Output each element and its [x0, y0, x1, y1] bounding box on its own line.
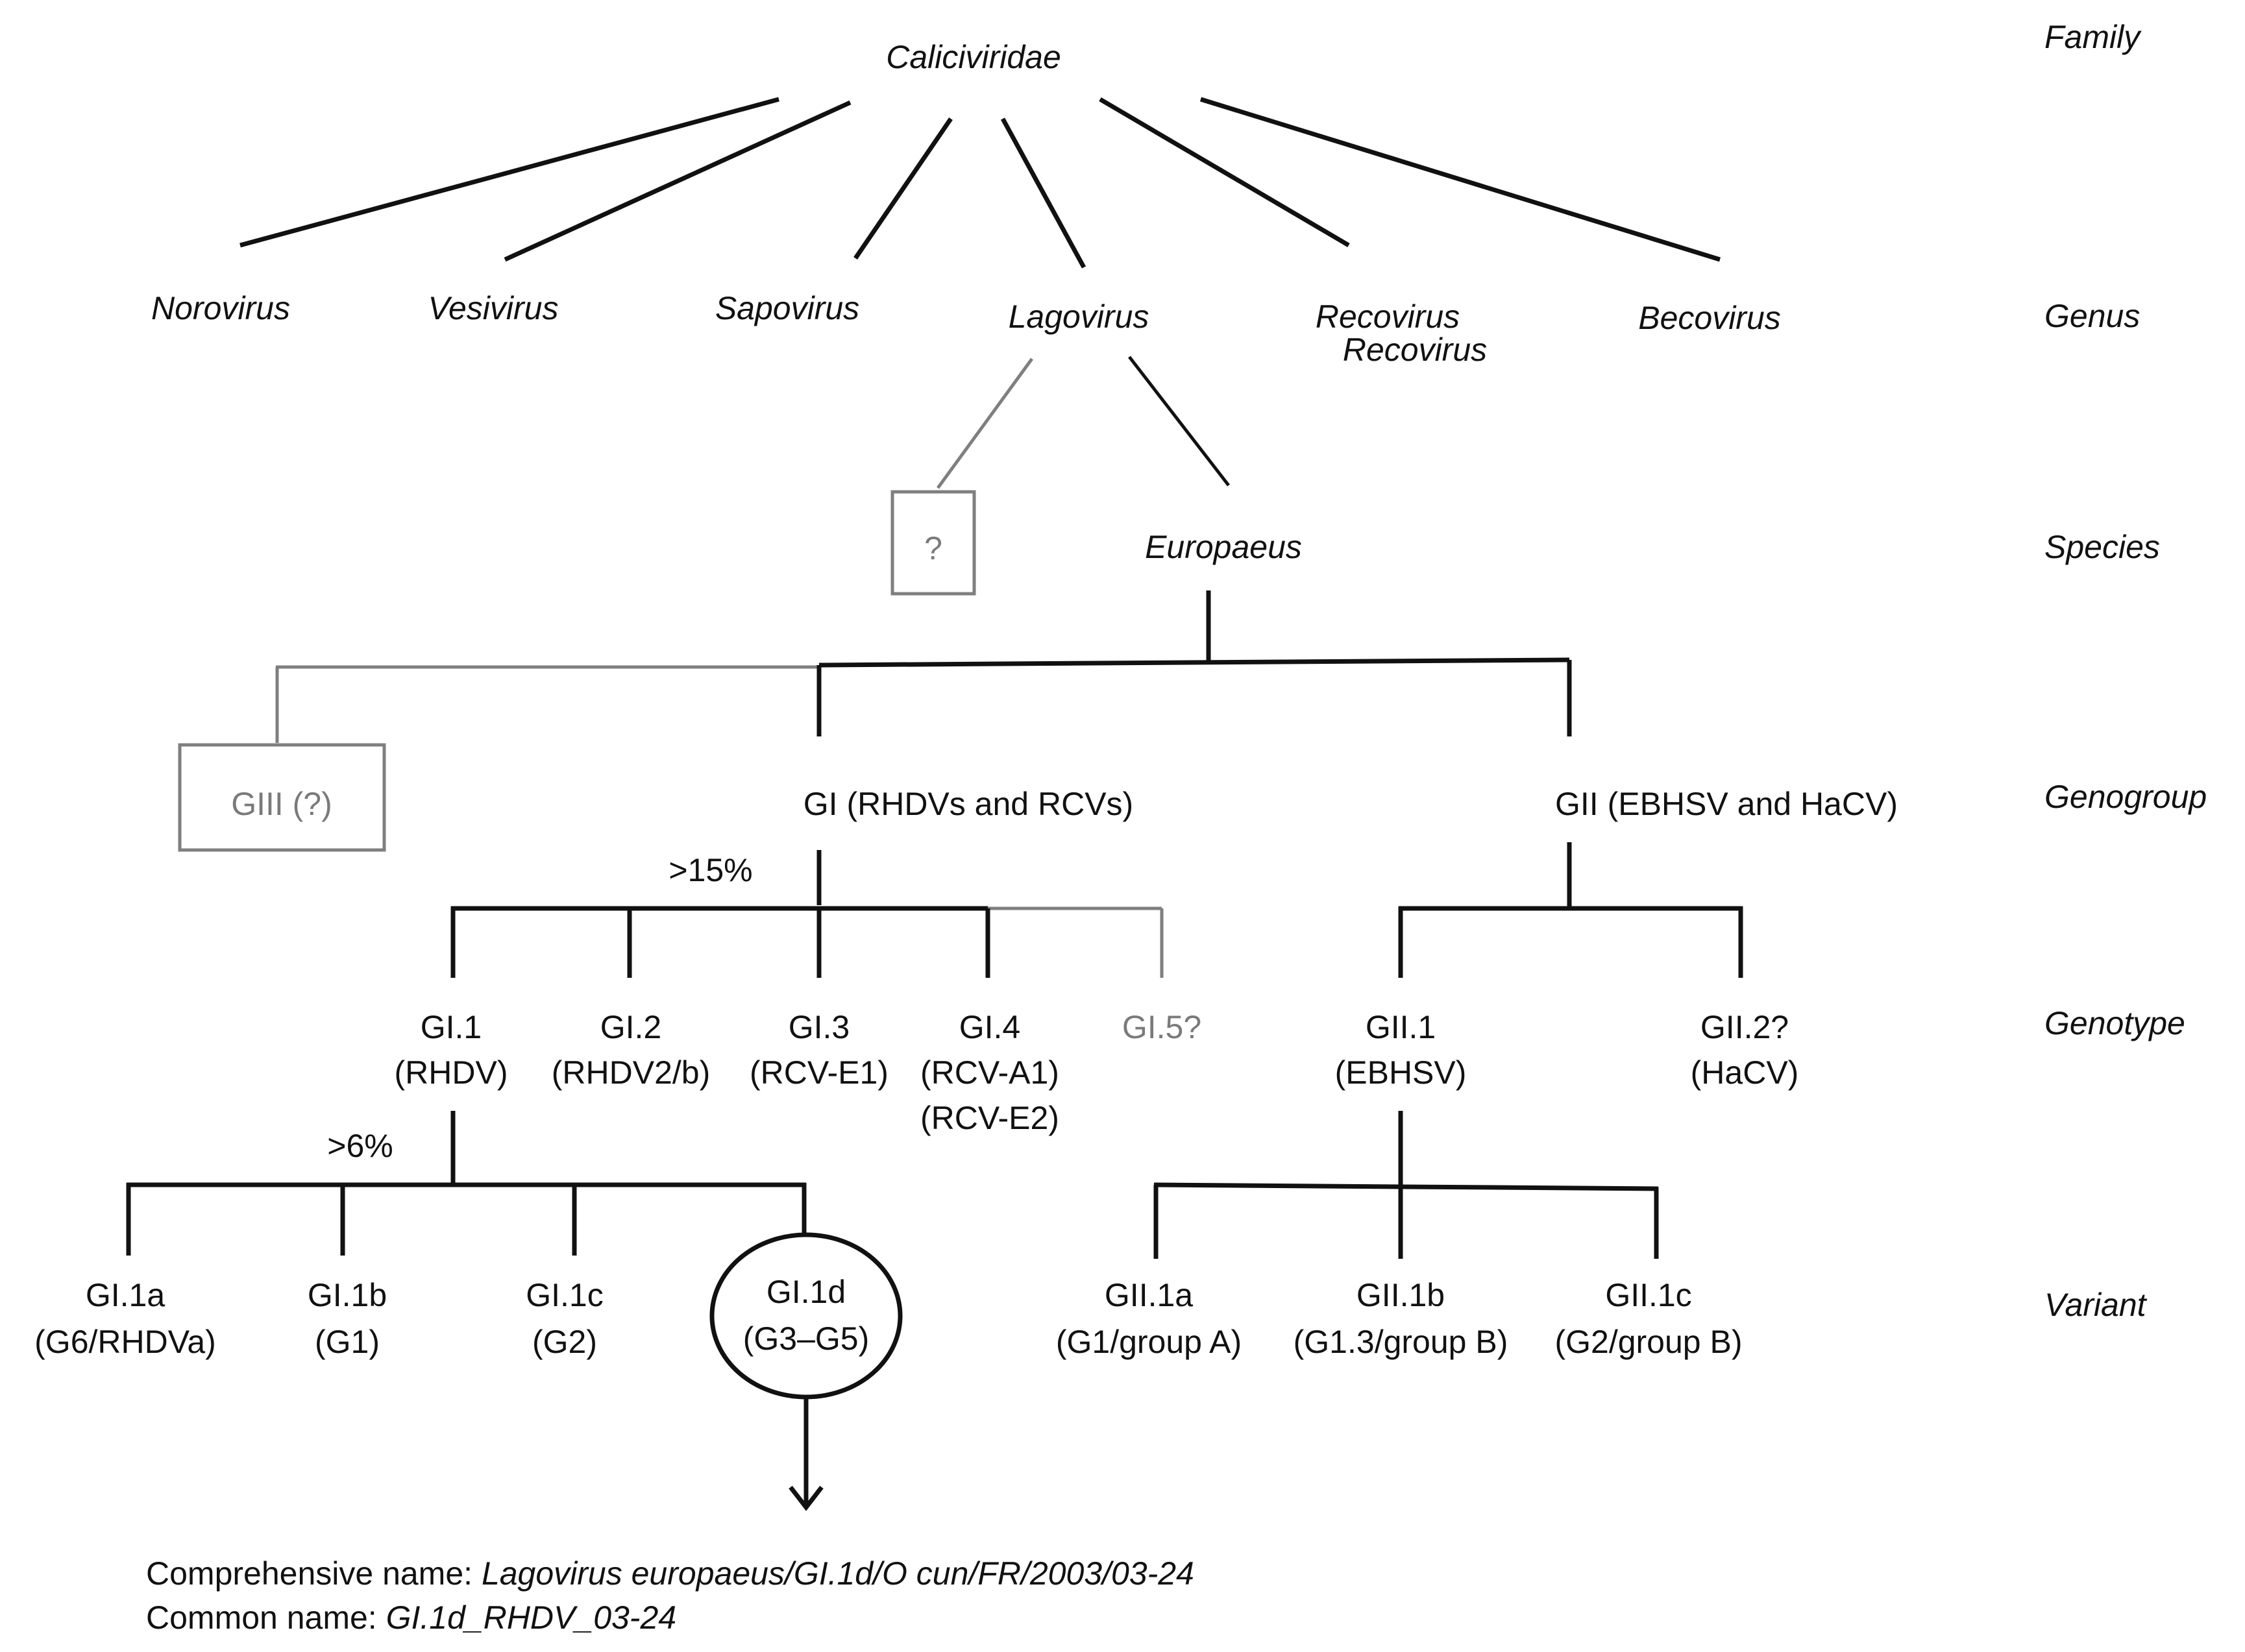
genotype-gi5: GI.5?	[1122, 1009, 1201, 1045]
genotype-gii1: GII.1 (EBHSV)	[1335, 1009, 1467, 1091]
genus-sapovirus: Sapovirus	[715, 290, 859, 326]
unknown-species-box	[890, 490, 976, 596]
edge-becovirus	[1199, 97, 1721, 262]
variant-code: GII.1a	[1105, 1277, 1193, 1313]
rank-variant: Variant	[2044, 1287, 2148, 1323]
rank-species: Species	[2044, 529, 2160, 565]
common-name-value: GI.1d_RHDV_03-24	[386, 1599, 676, 1636]
variant-code: GI.1c	[526, 1277, 603, 1313]
genotype-code: GII.2?	[1700, 1009, 1789, 1045]
giii-box	[178, 743, 386, 852]
variant-code: GII.1c	[1605, 1277, 1691, 1313]
common-name-label: Common name:	[146, 1599, 377, 1636]
gii-genotype-edges	[1398, 842, 1743, 978]
genotype-subname: (RHDV)	[395, 1054, 508, 1091]
genus-recovirus: Recovirus	[1316, 298, 1460, 335]
genogroup-giii: GIII (?)	[231, 786, 332, 822]
variant-gi1d: GI.1d (G3–G5)	[709, 1232, 903, 1400]
comprehensive-name-line: Comprehensive name: Lagovirus europaeus/…	[146, 1555, 1194, 1592]
common-name-line: Common name: GI.1d_RHDV_03-24	[146, 1599, 676, 1636]
family-label: Caliciviridae	[886, 39, 1061, 75]
genogroup-gii: GII (EBHSV and HaCV)	[1555, 786, 1898, 822]
genotype-subname: (RCV-A1)	[920, 1054, 1059, 1091]
down-arrow-icon	[789, 1397, 824, 1511]
edge-sapovirus	[853, 117, 953, 260]
gi1-variant-edges	[126, 1111, 807, 1256]
variant-subname: (G1)	[315, 1324, 380, 1360]
genotype-gi3: GI.3 (RCV-E1)	[750, 1009, 889, 1091]
edge-recovirus	[1099, 97, 1350, 248]
variant-subname: (G2)	[532, 1324, 597, 1360]
genotype-code: GI.4	[959, 1009, 1020, 1045]
genotype-gii2: GII.2? (HaCV)	[1691, 1009, 1799, 1091]
genotype-threshold: >15%	[669, 852, 752, 888]
rank-genogroup: Genogroup	[2044, 779, 2207, 815]
genotype-code: GI.3	[789, 1009, 850, 1045]
edge-lagovirus-europaeus	[1128, 356, 1230, 487]
genus-becovirus: Becovirus	[1638, 300, 1781, 336]
edge-lagovirus	[1000, 117, 1086, 269]
variant-code: GI.1a	[86, 1277, 165, 1313]
variant-code: GII.1b	[1356, 1277, 1445, 1313]
variant-threshold: >6%	[327, 1128, 393, 1164]
variant-subname: (G2/group B)	[1554, 1324, 1742, 1360]
variant-gii1c: GII.1c (G2/group B)	[1554, 1277, 1742, 1360]
comprehensive-name-value: Lagovirus europaeus/GI.1d/O cun/FR/2003/…	[482, 1555, 1194, 1592]
species-genogroup-edges	[275, 590, 1572, 743]
genotype-code: GI.1	[421, 1009, 482, 1045]
comprehensive-name-label: Comprehensive name:	[146, 1555, 472, 1592]
genotype-code: GI.5?	[1122, 1009, 1201, 1045]
variant-subname: (G3–G5)	[743, 1320, 870, 1357]
variant-gi1a: GI.1a (G6/RHDVa)	[34, 1277, 216, 1360]
genogroup-gi: GI (RHDVs and RCVs)	[804, 786, 1133, 822]
unknown-species-label: ?	[924, 530, 942, 566]
genus-norovirus: Norovirus	[151, 290, 290, 326]
genotype-gi1: GI.1 (RHDV)	[395, 1009, 508, 1091]
genotype-subname: (RHDV2/b)	[552, 1054, 710, 1091]
rank-family: Family	[2044, 19, 2142, 55]
rank-genus: Genus	[2044, 298, 2140, 334]
variant-gii1a: GII.1a (G1/group A)	[1056, 1277, 1242, 1360]
edge-vesivirus	[504, 100, 852, 262]
family-genus-edges	[239, 97, 1721, 269]
variant-gii1b: GII.1b (G1.3/group B)	[1294, 1277, 1508, 1360]
variant-gi1c: GI.1c (G2)	[526, 1277, 603, 1360]
genotype-subname: (EBHSV)	[1335, 1054, 1467, 1091]
genus-vesivirus: Vesivirus	[428, 290, 559, 326]
gii1-variant-edges	[1153, 1111, 1659, 1259]
genotype-code: GI.2	[600, 1009, 661, 1045]
rank-genotype: Genotype	[2044, 1005, 2185, 1041]
edge-lagovirus-unknown-species	[936, 358, 1034, 489]
genotype-subname: (HaCV)	[1691, 1054, 1799, 1091]
genotype-gi4: GI.4 (RCV-A1) (RCV-E2)	[920, 1009, 1059, 1136]
edge-norovirus	[239, 97, 779, 248]
species-europaeus: Europaeus	[1145, 529, 1302, 565]
variant-code: GI.1b	[308, 1277, 387, 1313]
highlight-ellipse	[709, 1232, 903, 1400]
variant-code: GI.1d	[767, 1274, 846, 1310]
genotype-subname-2: (RCV-E2)	[920, 1100, 1059, 1136]
variant-subname: (G1/group A)	[1056, 1324, 1242, 1360]
genotype-subname: (RCV-E1)	[750, 1054, 889, 1091]
genotype-gi2: GI.2 (RHDV2/b)	[552, 1009, 710, 1091]
variant-subname: (G1.3/group B)	[1294, 1324, 1508, 1360]
gi-genotype-edges	[450, 850, 1164, 978]
variant-subname: (G6/RHDVa)	[34, 1324, 216, 1360]
genotype-code: GII.1	[1366, 1009, 1436, 1045]
genus-lagovirus: Lagovirus	[1009, 298, 1149, 335]
genus-recovirus-duplicate: Recovirus	[1343, 332, 1487, 368]
variant-gi1b: GI.1b (G1)	[308, 1277, 387, 1360]
